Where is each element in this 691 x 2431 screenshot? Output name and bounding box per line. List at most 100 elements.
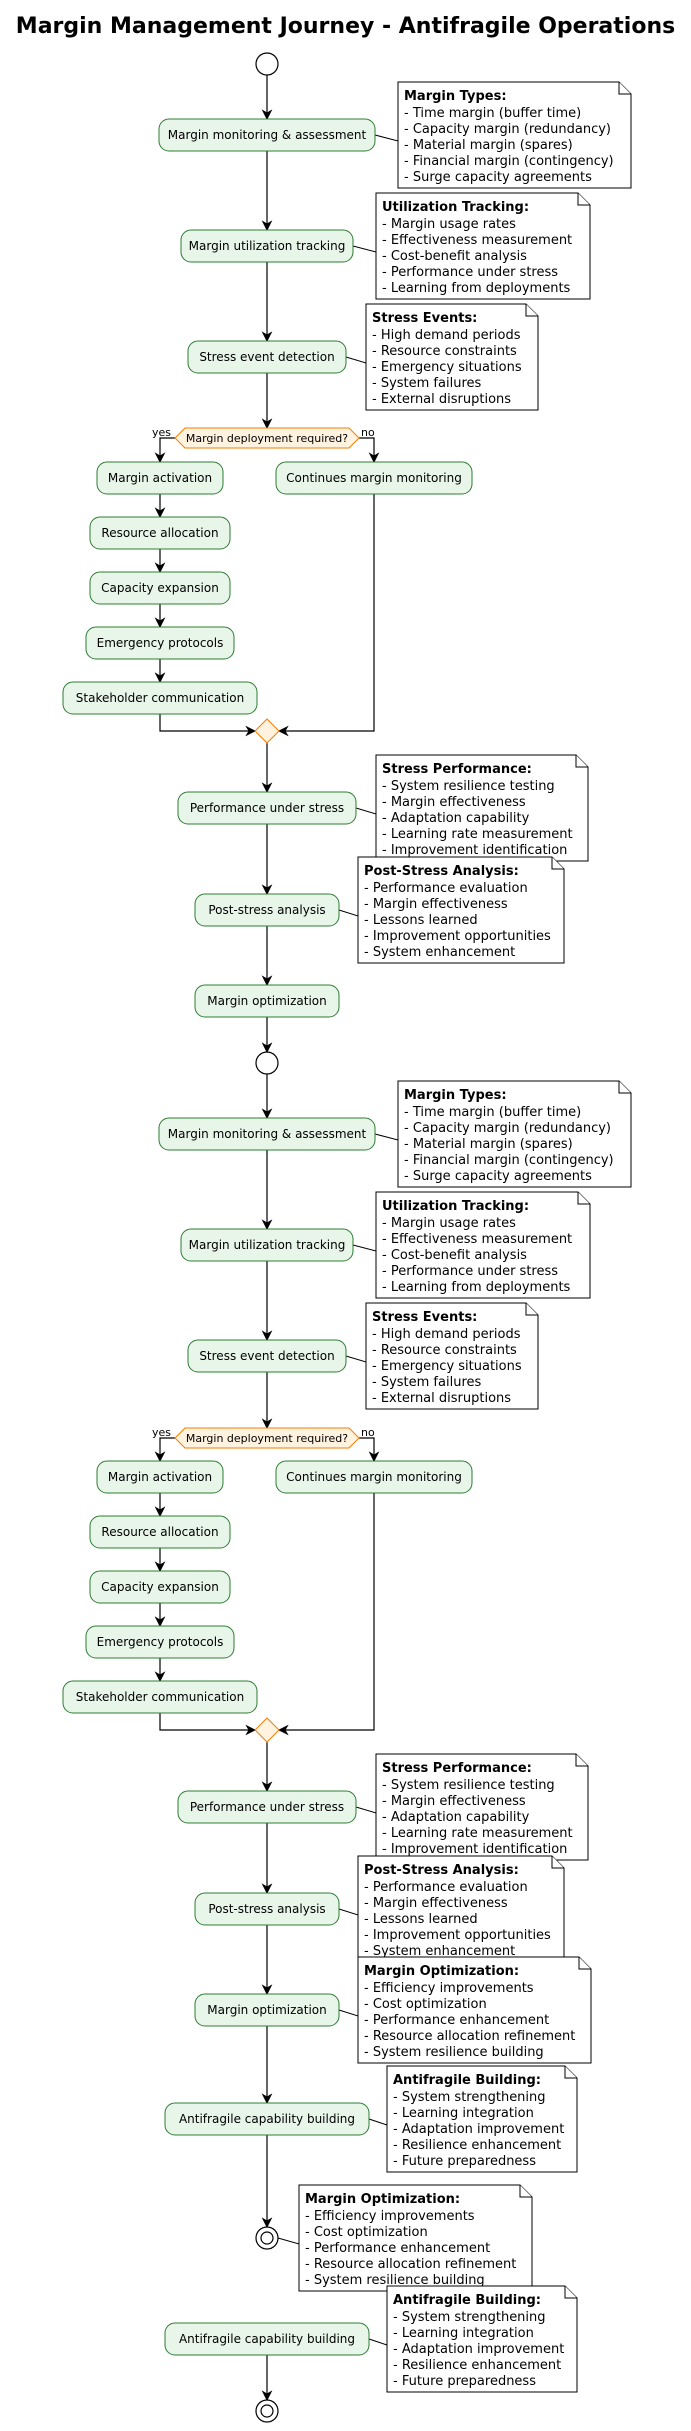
note-antifragile-1: Antifragile Building:- System strengthen… bbox=[386, 2065, 578, 2173]
note-title: Stress Events: bbox=[372, 311, 477, 326]
note-box bbox=[386, 2285, 578, 2393]
note-post-stress: Post-Stress Analysis:- Performance evalu… bbox=[357, 1855, 565, 1963]
activity-utilization: Margin utilization tracking bbox=[180, 229, 354, 263]
note-fold bbox=[519, 2185, 532, 2198]
note-line: - Learning from deployments bbox=[382, 281, 571, 296]
note-line: - Improvement identification bbox=[382, 1842, 567, 1857]
note-title: Margin Optimization: bbox=[305, 2192, 460, 2207]
diagram-title: Margin Management Journey - Antifragile … bbox=[15, 14, 676, 39]
activity-label: Emergency protocols bbox=[97, 636, 224, 650]
activity-box bbox=[158, 118, 376, 152]
note-line: - Lessons learned bbox=[364, 1912, 478, 1927]
note-title: Antifragile Building: bbox=[393, 2293, 541, 2308]
note-line: - Surge capacity agreements bbox=[404, 1169, 592, 1184]
note-title: Margin Types: bbox=[404, 1088, 507, 1103]
note-title: Post-Stress Analysis: bbox=[364, 1863, 519, 1878]
note-box bbox=[375, 192, 591, 300]
activity-label: Capacity expansion bbox=[101, 1580, 219, 1594]
start-node bbox=[255, 1051, 279, 1075]
note-connector bbox=[355, 802, 377, 815]
activity-box bbox=[158, 1117, 376, 1151]
activity-resource: Resource allocation bbox=[89, 516, 231, 550]
activity-label: Margin optimization bbox=[207, 994, 326, 1008]
activity-box bbox=[275, 461, 473, 495]
note-line: - Performance enhancement bbox=[305, 2241, 490, 2256]
branch-no-label: no bbox=[361, 426, 375, 439]
activity-capacity: Capacity expansion bbox=[89, 1570, 231, 1604]
note-connector bbox=[338, 1903, 359, 1916]
activity-box bbox=[194, 1993, 340, 2027]
note-line: - System enhancement bbox=[364, 945, 515, 960]
note-line: - Margin usage rates bbox=[382, 217, 516, 232]
end-node bbox=[255, 2399, 279, 2423]
note-line: - Financial margin (contingency) bbox=[404, 154, 614, 169]
activity-label: Resource allocation bbox=[101, 526, 218, 540]
activity-antifragile: Antifragile capability building bbox=[164, 2102, 370, 2136]
activity-label: Capacity expansion bbox=[101, 581, 219, 595]
note-line: - System resilience testing bbox=[382, 779, 555, 794]
note-line: - Margin effectiveness bbox=[382, 1794, 526, 1809]
note-line: - Cost optimization bbox=[364, 1997, 487, 2012]
note-line: - System failures bbox=[372, 1375, 481, 1390]
note-line: - Future preparedness bbox=[393, 2374, 536, 2389]
note-title: Stress Performance: bbox=[382, 762, 532, 777]
note-line: - Surge capacity agreements bbox=[404, 170, 592, 185]
note-title: Margin Types: bbox=[404, 89, 507, 104]
flow-arrow bbox=[159, 1713, 257, 1736]
note-fold bbox=[618, 1081, 631, 1094]
activity-box bbox=[164, 2102, 370, 2136]
note-fold bbox=[551, 857, 564, 870]
end-node bbox=[255, 2226, 279, 2250]
note-line: - Improvement opportunities bbox=[364, 929, 551, 944]
note-fold bbox=[575, 755, 588, 768]
note-margin-optimization-2: Margin Optimization:- Efficiency improve… bbox=[298, 2184, 533, 2292]
activity-performance: Performance under stress bbox=[177, 1790, 357, 1824]
note-line: - Learning integration bbox=[393, 2106, 534, 2121]
note-line: - External disruptions bbox=[372, 392, 511, 407]
flow-arrow bbox=[154, 437, 175, 464]
activity-label: Stress event detection bbox=[199, 1349, 334, 1363]
note-line: - High demand periods bbox=[372, 328, 521, 343]
note-fold bbox=[577, 1192, 590, 1205]
activity-utilization: Margin utilization tracking bbox=[180, 1228, 354, 1262]
note-fold bbox=[551, 1856, 564, 1869]
note-line: - Cost-benefit analysis bbox=[382, 249, 527, 264]
activity-optimization: Margin optimization bbox=[194, 984, 340, 1018]
note-margin-types: Margin Types:- Time margin (buffer time)… bbox=[397, 81, 632, 189]
activity-box bbox=[85, 1625, 235, 1659]
note-box bbox=[357, 1855, 565, 1963]
note-fold bbox=[578, 1957, 591, 1970]
activity-label: Stakeholder communication bbox=[76, 1690, 244, 1704]
activity-continues: Continues margin monitoring bbox=[275, 461, 473, 495]
note-connector bbox=[338, 2004, 359, 2017]
note-box bbox=[375, 1191, 591, 1299]
note-fold bbox=[564, 2286, 577, 2299]
note-title: Post-Stress Analysis: bbox=[364, 864, 519, 879]
note-box bbox=[397, 81, 632, 189]
activity-poststress: Post-stress analysis bbox=[194, 893, 340, 927]
note-line: - Lessons learned bbox=[364, 913, 478, 928]
note-line: - Resource constraints bbox=[372, 1343, 517, 1358]
activity-box bbox=[177, 1790, 357, 1824]
note-title: Stress Events: bbox=[372, 1310, 477, 1325]
note-line: - Margin usage rates bbox=[382, 1216, 516, 1231]
note-line: - Adaptation improvement bbox=[393, 2342, 564, 2357]
note-line: - Performance evaluation bbox=[364, 881, 528, 896]
note-margin-optimization: Margin Optimization:- Efficiency improve… bbox=[357, 1956, 592, 2064]
activity-poststress: Post-stress analysis bbox=[194, 1892, 340, 1926]
note-line: - Adaptation capability bbox=[382, 1810, 530, 1825]
activity-stress: Stress event detection bbox=[187, 340, 347, 374]
note-box bbox=[365, 1302, 539, 1410]
activity-box bbox=[177, 791, 357, 825]
activity-stress: Stress event detection bbox=[187, 1339, 347, 1373]
activity-capacity: Capacity expansion bbox=[89, 571, 231, 605]
note-box bbox=[357, 1956, 592, 2064]
note-line: - Effectiveness measurement bbox=[382, 233, 572, 248]
note-connector bbox=[338, 904, 359, 917]
activity-box bbox=[89, 571, 231, 605]
note-box bbox=[375, 1753, 589, 1861]
note-box bbox=[298, 2184, 533, 2292]
activity-label: Continues margin monitoring bbox=[286, 471, 462, 485]
note-line: - Capacity margin (redundancy) bbox=[404, 1121, 611, 1136]
merge-node bbox=[254, 1717, 280, 1743]
